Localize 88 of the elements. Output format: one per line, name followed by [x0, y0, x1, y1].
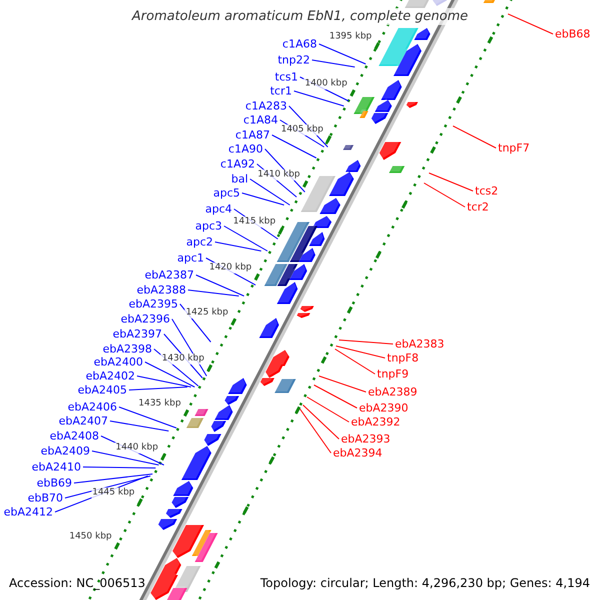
gene-label: bal — [231, 172, 248, 186]
gene-label: ebA2409 — [40, 444, 90, 458]
gene-label: ebA2393 — [341, 432, 390, 446]
scale-label: 1405 kbp — [280, 124, 324, 136]
gene-label: c1A84 — [243, 114, 278, 126]
gene-label: ebA2394 — [333, 446, 382, 460]
leader-line — [250, 178, 290, 206]
gene-label: ebA2410 — [32, 460, 81, 474]
gene-label: tnpF9 — [377, 368, 409, 380]
gene-label: ebA2387 — [144, 268, 194, 282]
gene-label: ebA2412 — [4, 506, 53, 518]
gene-label: ebA2402 — [86, 370, 135, 382]
gene-label: ebA2397 — [112, 328, 162, 340]
gene-label: tcs2 — [475, 184, 498, 198]
scale-label: 1415 kbp — [232, 216, 277, 228]
scale-label: 1410 kbp — [256, 170, 301, 180]
gene-label: ebB69 — [36, 476, 72, 490]
gene-label: apc5 — [213, 186, 240, 200]
genome-info-text: Topology: circular; Length: 4,296,230 bp; Genes: 4,194 — [260, 576, 590, 590]
leader-line — [302, 404, 340, 440]
leader-line — [242, 192, 285, 206]
leader-line — [294, 90, 344, 106]
leader-line — [92, 450, 160, 466]
leader-line — [306, 396, 350, 422]
scale-label: 1425 kbp — [184, 308, 230, 318]
leader-line — [318, 376, 366, 392]
gene-label: ebA2400 — [94, 356, 143, 368]
leader-line — [128, 386, 188, 390]
leader-line — [82, 466, 156, 468]
leader-line — [188, 290, 240, 296]
gene-label: c1A90 — [228, 142, 263, 156]
scale-label: 1450 kbp — [68, 532, 113, 542]
leader-line — [314, 384, 358, 408]
leader-line — [74, 474, 154, 484]
scale-label: 1395 kbp — [328, 32, 373, 42]
leader-line — [144, 362, 196, 388]
gene-label: tcs1 — [274, 70, 298, 84]
gene-label: c1A68 — [282, 38, 317, 50]
gene-label: tnpF8 — [387, 352, 419, 364]
leader-line — [318, 44, 366, 64]
leader-line — [300, 408, 332, 454]
gene-label: ebA2389 — [368, 386, 418, 398]
leader-line — [214, 242, 262, 252]
gene-label: tcr2 — [467, 200, 489, 214]
leader-line — [312, 60, 356, 68]
leader-line — [424, 182, 466, 208]
leader-line — [196, 274, 245, 296]
scale-label: 1440 kbp — [114, 442, 160, 454]
accession-text: Accession: NC_006513 — [9, 576, 146, 590]
scale-label: 1435 kbp — [138, 398, 182, 410]
gene-label: tnpF7 — [498, 142, 530, 154]
leader-line — [338, 340, 394, 344]
leader-line — [336, 346, 386, 358]
gene-label: ebA2390 — [359, 402, 408, 414]
gene-label: ebA2406 — [68, 400, 117, 414]
scale-label: 1420 kbp — [208, 262, 253, 274]
scale-label: 1400 kbp — [304, 78, 348, 90]
scale-label: 1445 kbp — [91, 488, 136, 498]
gene-label: ebA2405 — [78, 384, 127, 396]
leader-line — [110, 420, 170, 432]
scale-label: 1430 kbp — [160, 354, 206, 364]
leader-line — [224, 226, 268, 252]
leader-line — [508, 14, 554, 34]
gene-label: tcr1 — [270, 84, 292, 98]
gene-label: ebA2392 — [351, 416, 400, 428]
leader-line — [428, 172, 474, 192]
gene-label: ebA2396 — [120, 312, 170, 326]
gene-label: ebB70 — [28, 492, 63, 504]
leader-line — [452, 126, 496, 148]
leader-line — [118, 406, 177, 428]
gene-label: apc2 — [186, 236, 213, 248]
gene-label: apc3 — [195, 220, 222, 232]
gene-label: ebA2388 — [136, 284, 186, 296]
gene-label: tnp22 — [278, 54, 310, 66]
gene-label: ebA2395 — [128, 298, 178, 310]
gene-label: apc1 — [177, 252, 204, 264]
leader-line — [272, 134, 317, 158]
gene-label: ebA2407 — [58, 414, 108, 428]
gene-label: ebB68 — [555, 28, 590, 40]
gene-label: ebA2408 — [50, 430, 99, 442]
gene-label: apc4 — [205, 202, 232, 216]
gene-label: c1A92 — [220, 158, 255, 170]
leader-line — [334, 348, 376, 374]
gene-label: c1A283 — [245, 100, 287, 112]
leader-line — [136, 376, 192, 388]
gene-label: ebA2383 — [395, 338, 444, 350]
gene-label: ebA2398 — [102, 342, 152, 356]
gene-label: c1A87 — [235, 128, 270, 142]
